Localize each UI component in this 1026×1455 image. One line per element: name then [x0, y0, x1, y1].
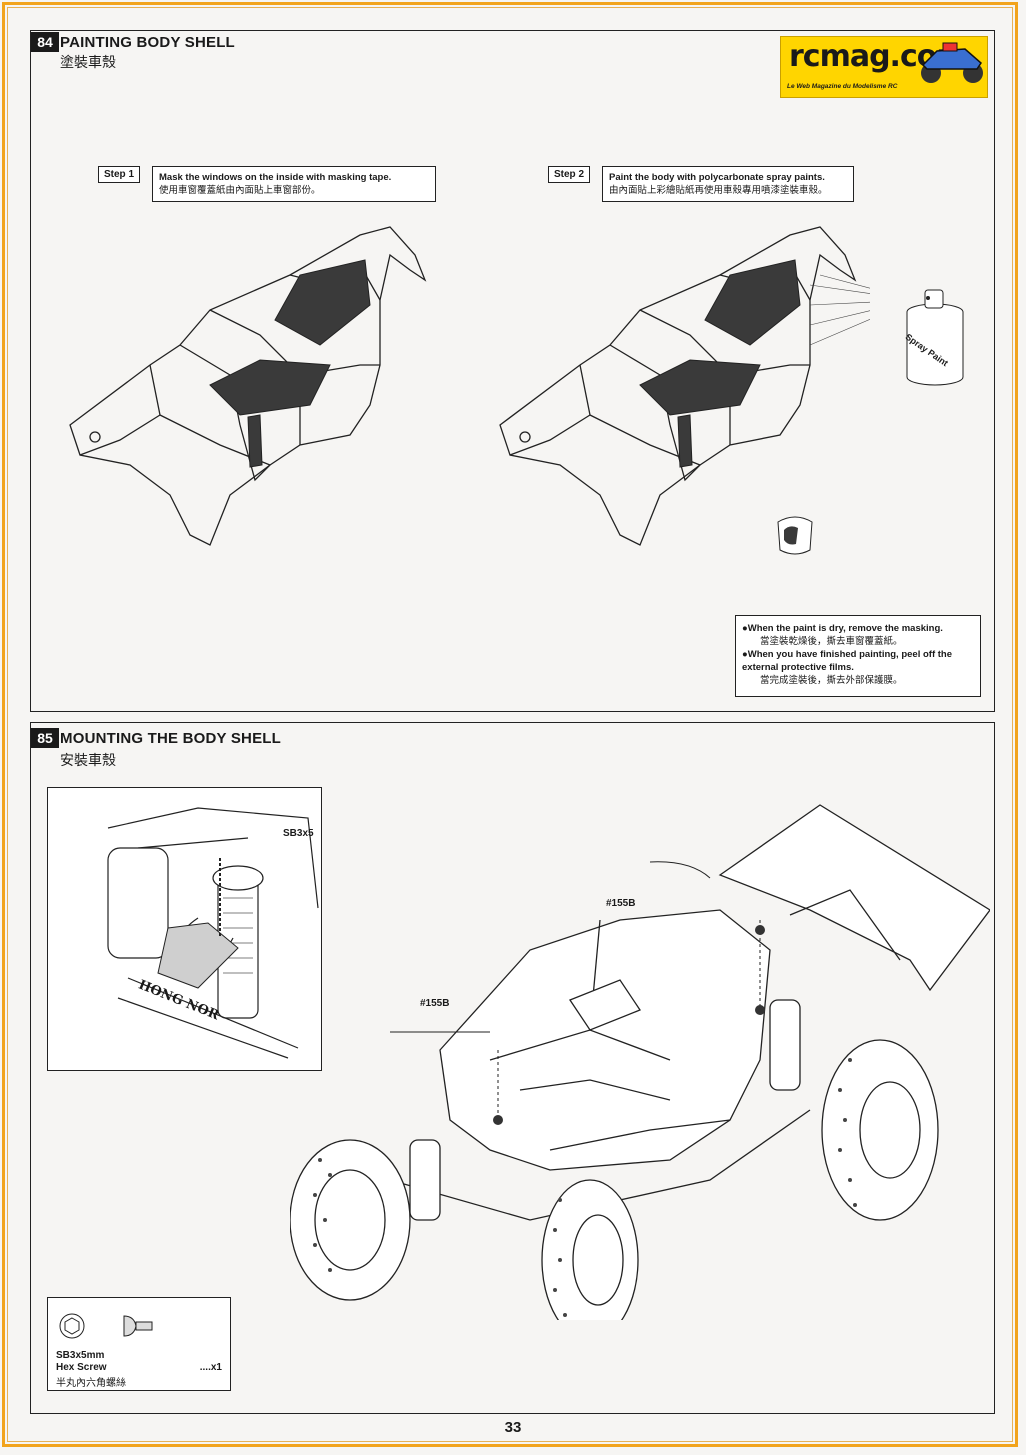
- hex-screw-icon: [59, 1313, 153, 1339]
- step-2-text-cn: 由內面貼上彩繪貼紙再使用車殼專用噴漆塗裝車殼。: [609, 185, 828, 196]
- step-2-tag: Step 2: [548, 166, 591, 183]
- step-85-title: MOUNTING THE BODY SHELL: [60, 730, 281, 747]
- hardware-box: SB3x5mm Hex Screw 半丸內六角螺絲 ....x1: [47, 1297, 231, 1391]
- body-shell-masked-illustration: [69, 226, 427, 546]
- step-1-instruction: Mask the windows on the inside with mask…: [152, 166, 436, 202]
- body-part-illustration: [777, 516, 813, 555]
- hardware-name: SB3x5mm: [56, 1350, 105, 1361]
- shock-tower-detail: SB3x5 HONG NOR: [47, 787, 322, 1071]
- step-84-subtitle: 塗裝車殼: [60, 54, 116, 70]
- step-2-text-en: Paint the body with polycarbonate spray …: [609, 172, 825, 183]
- buggy-body-mount-illustration: [290, 804, 990, 1320]
- page-inner-border: [7, 7, 1013, 1442]
- shock-tower-illustration: [107, 807, 319, 1059]
- clip-label-rear: #155B: [606, 898, 636, 909]
- step-1-tag: Step 1: [98, 166, 141, 183]
- hardware-type: Hex Screw: [56, 1362, 107, 1373]
- step-84-panel: [30, 30, 995, 712]
- clip-label-front: #155B: [420, 998, 450, 1009]
- note-1-en: ●When the paint is dry, remove the maski…: [742, 623, 943, 634]
- logo-tagline: Le Web Magazine du Modelisme RC: [787, 83, 898, 90]
- page-number: 33: [504, 1419, 522, 1436]
- hardware-type-cn: 半丸內六角螺絲: [56, 1378, 126, 1389]
- step-84-title: PAINTING BODY SHELL: [60, 34, 235, 51]
- step-85-number: 85: [31, 728, 59, 748]
- step-85-subtitle: 安裝車殼: [60, 752, 116, 768]
- step-84-number: 84: [31, 32, 59, 52]
- rcmag-logo: rcmag.com Le Web Magazine du Modelisme R…: [780, 36, 988, 98]
- step-85-panel: [30, 722, 995, 1414]
- note-1-cn: 當塗裝乾燥後，撕去車窗覆蓋紙。: [760, 636, 903, 647]
- body-shell-painted-illustration: [499, 226, 870, 546]
- painting-notes: ●When the paint is dry, remove the maski…: [735, 615, 981, 697]
- hardware-qty: ....x1: [199, 1362, 222, 1373]
- step-2-instruction: Paint the body with polycarbonate spray …: [602, 166, 854, 202]
- buggy-logo-icon: [921, 42, 983, 83]
- step-1-text-en: Mask the windows on the inside with mask…: [159, 172, 392, 183]
- detail-screw-label: SB3x5: [283, 828, 314, 839]
- step-1-text-cn: 使用車窗覆蓋紙由內面貼上車窗部份。: [159, 185, 321, 196]
- note-2-cn: 當完成塗裝後，撕去外部保護膜。: [760, 675, 903, 686]
- note-2-en: ●When you have finished painting, peel o…: [742, 649, 953, 673]
- spray-can-icon: [906, 289, 964, 386]
